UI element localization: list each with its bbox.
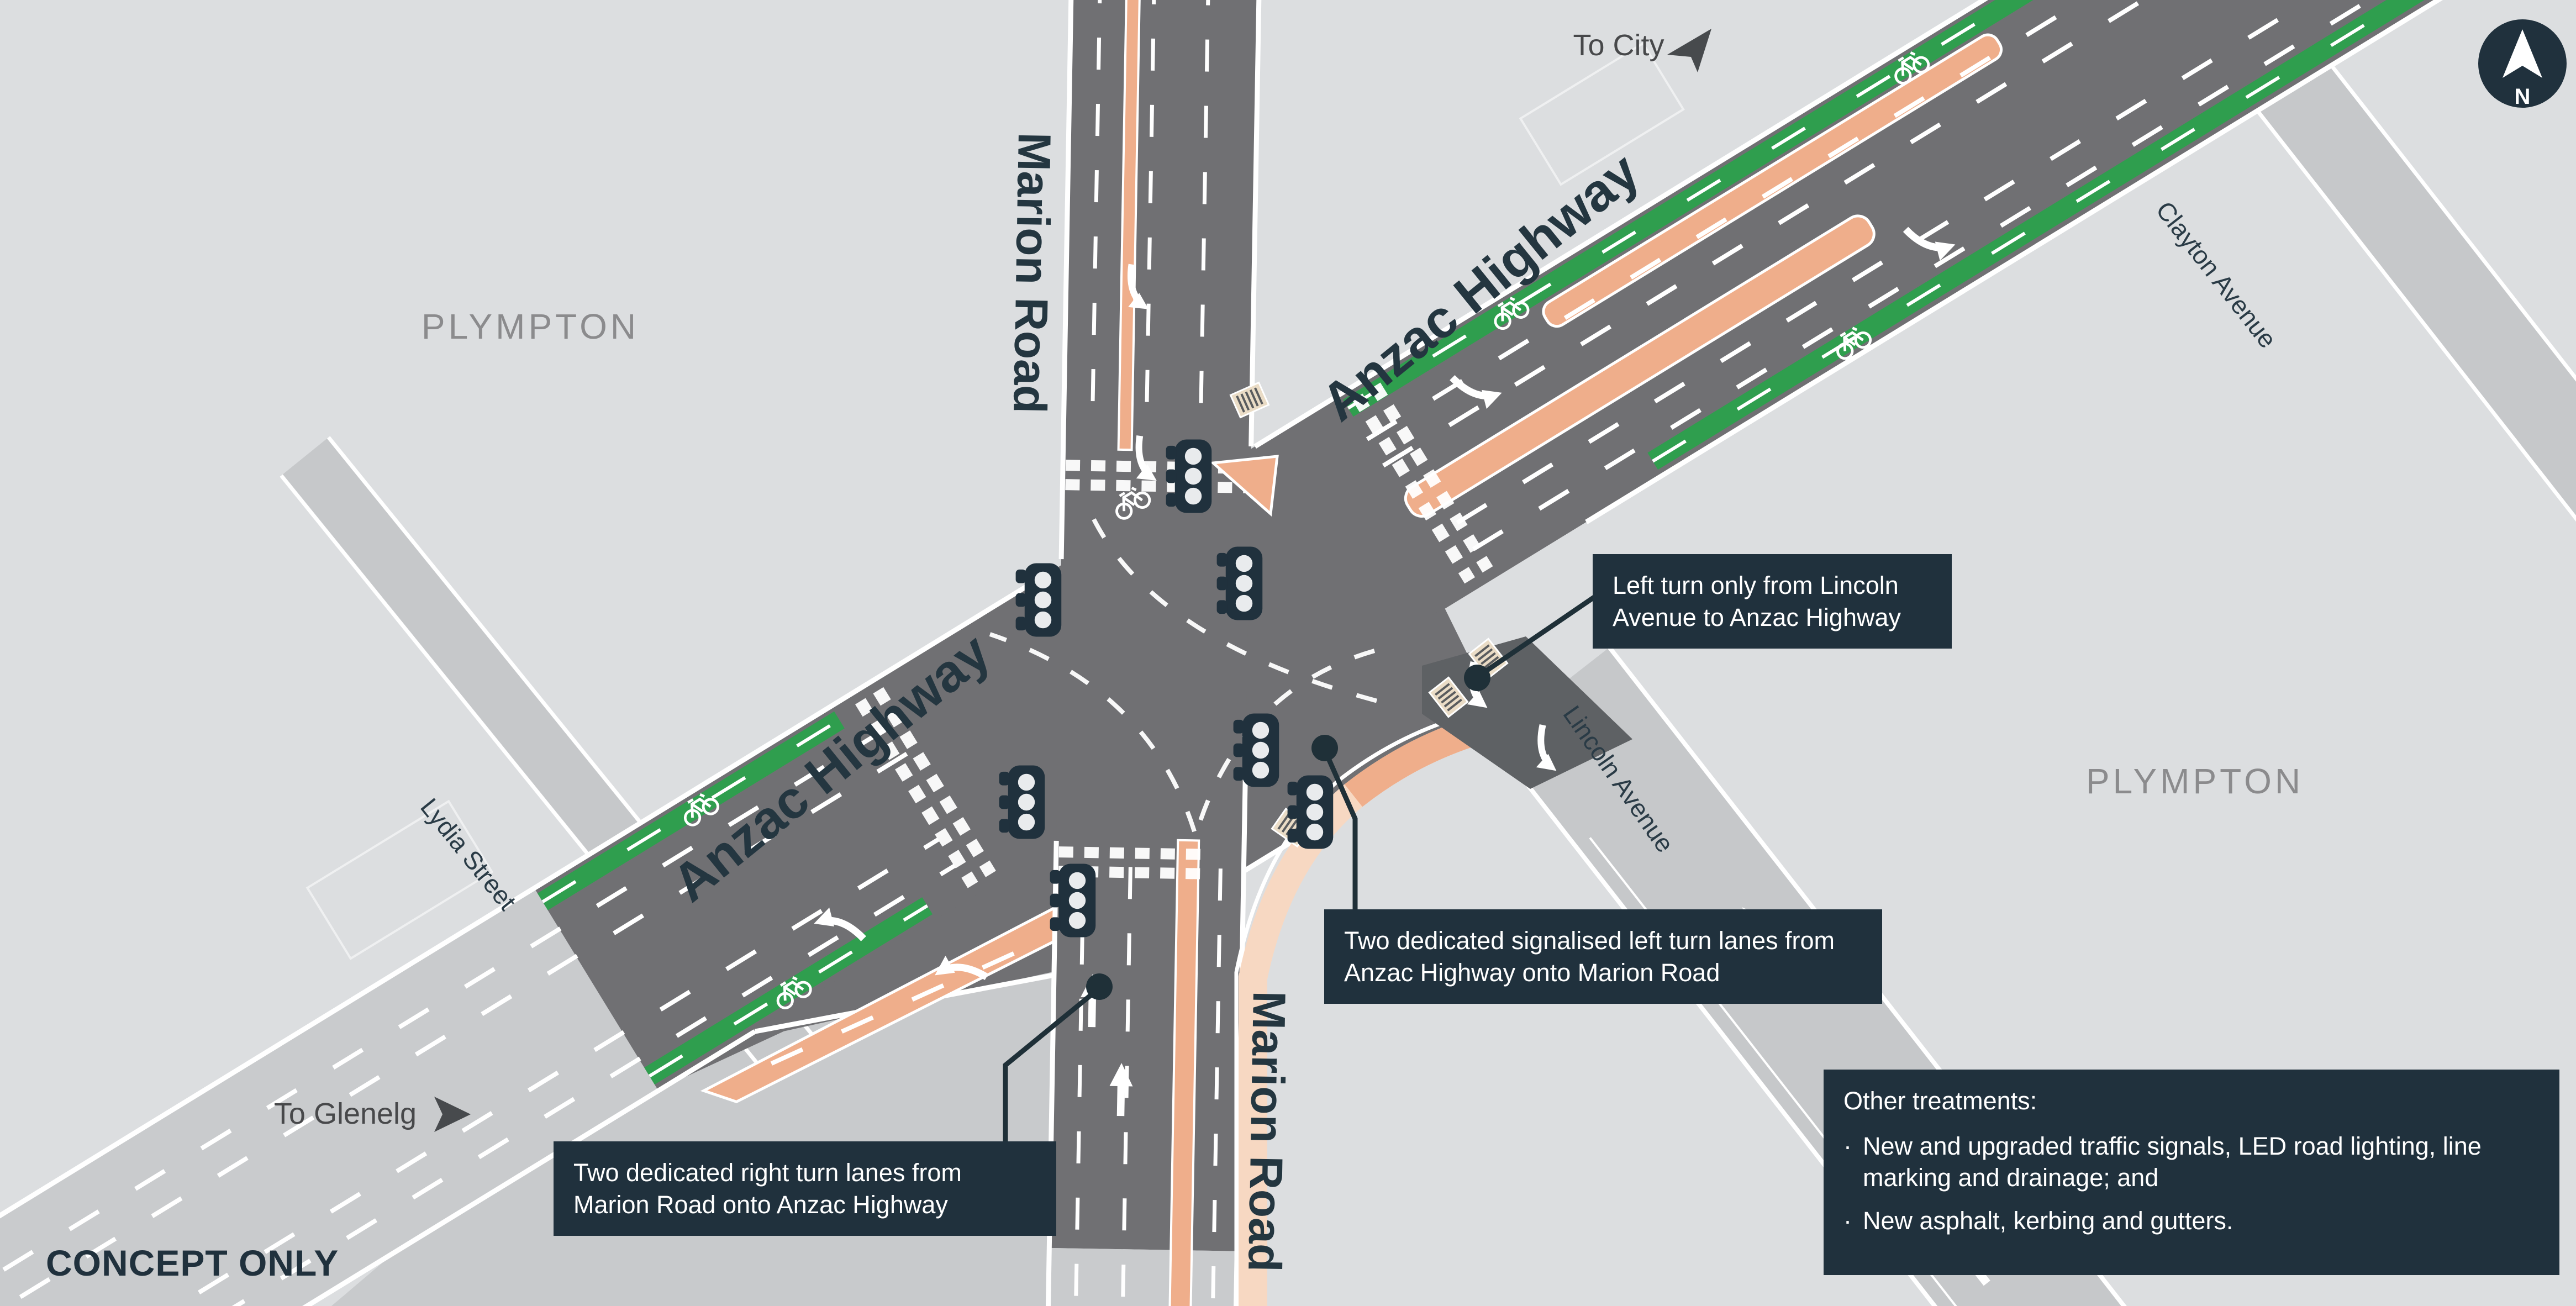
- other-treatments-title: Other treatments:: [1843, 1087, 2037, 1115]
- turning-guide-lines: [989, 518, 1385, 833]
- callout-other-treatments: Other treatments: · New and upgraded tra…: [1824, 1070, 2559, 1275]
- callout-signalised-left-turn: Two dedicated signalised left turn lanes…: [1324, 909, 1882, 1004]
- other-treatments-item-1: · New and upgraded traffic signals, LED …: [1843, 1130, 2540, 1194]
- bike-lanes-green: [537, 0, 2576, 1085]
- north-compass-icon: N: [2478, 19, 2567, 109]
- to-glenelg-arrow-icon: [434, 1097, 471, 1132]
- callout-left-turn-only: Left turn only from Lincoln Avenue to An…: [1593, 554, 1952, 649]
- callout-right-turn-lanes-text: Two dedicated right turn lanes from Mari…: [573, 1158, 962, 1219]
- callout-left-turn-only-text: Left turn only from Lincoln Avenue to An…: [1613, 571, 1901, 631]
- concept-only-watermark: CONCEPT ONLY: [46, 1242, 339, 1283]
- direction-label-to-glenelg: To Glenelg: [273, 1097, 417, 1130]
- bullet-icon: ·: [1843, 1131, 1852, 1160]
- direction-label-to-city: To City: [1573, 29, 1664, 62]
- callout-leaders: [1003, 593, 1598, 1141]
- road-marion-road: [1041, 0, 1266, 1306]
- callout-right-turn-lanes: Two dedicated right turn lanes from Mari…: [554, 1141, 1056, 1236]
- compass-north-letter: N: [2514, 85, 2531, 109]
- north-arrow-icon: [2503, 29, 2542, 78]
- bullet-icon: ·: [1843, 1206, 1852, 1235]
- suburb-label-plympton-west: PLYMPTON: [421, 307, 640, 346]
- road-label-marion-road-north: Marion Road: [1004, 131, 1061, 414]
- other-treatments-item-2: · New asphalt, kerbing and gutters.: [1843, 1205, 2540, 1237]
- callout-signalised-left-turn-text: Two dedicated signalised left turn lanes…: [1344, 926, 1835, 987]
- to-city-arrow-icon: [1667, 29, 1711, 72]
- slip-lane-island: [1210, 455, 1279, 517]
- road-label-marion-road-south: Marion Road: [1239, 990, 1295, 1273]
- other-treatments-item-1-text: New and upgraded traffic signals, LED ro…: [1863, 1131, 2482, 1192]
- suburb-label-plympton-east: PLYMPTON: [2085, 761, 2304, 801]
- other-treatments-item-2-text: New asphalt, kerbing and gutters.: [1863, 1206, 2233, 1235]
